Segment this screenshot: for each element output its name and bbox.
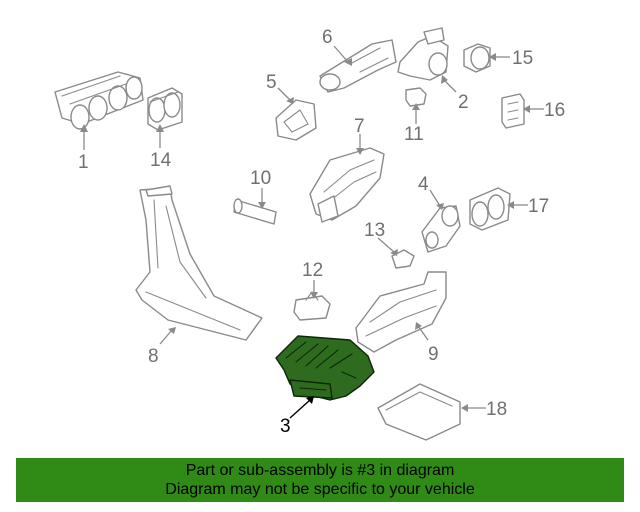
part-12[interactable] [293, 291, 331, 321]
callout-16[interactable]: 16 [544, 100, 565, 121]
callout-11[interactable]: 11 [404, 124, 424, 145]
callout-10[interactable]: 10 [250, 168, 271, 189]
callout-5[interactable]: 5 [266, 72, 277, 93]
part-17[interactable] [469, 187, 511, 231]
part-1[interactable] [54, 71, 144, 130]
info-banner: Part or sub-assembly is #3 in diagram Di… [16, 458, 624, 502]
part-5[interactable] [275, 99, 317, 141]
part-8[interactable] [135, 185, 263, 341]
part-9[interactable] [355, 271, 447, 353]
banner-line-2: Diagram may not be specific to your vehi… [165, 481, 475, 498]
callout-2[interactable]: 2 [458, 92, 469, 113]
part-10[interactable] [233, 198, 277, 225]
part-3-highlighted[interactable] [275, 335, 375, 401]
part-14[interactable] [147, 87, 183, 131]
callout-4[interactable]: 4 [418, 174, 429, 195]
part-2[interactable] [397, 27, 449, 81]
part-4[interactable] [421, 205, 461, 253]
part-18[interactable] [377, 383, 461, 441]
banner-line-1: Part or sub-assembly is #3 in diagram [185, 462, 455, 479]
callout-12[interactable]: 12 [302, 260, 323, 281]
part-7[interactable] [309, 147, 385, 223]
part-11[interactable] [405, 87, 427, 107]
callout-17[interactable]: 17 [528, 196, 549, 217]
part-15[interactable] [463, 43, 491, 73]
parts-diagram: 1 14 6 2 15 5 11 [54, 27, 565, 441]
callout-15[interactable]: 15 [512, 48, 533, 69]
callout-14[interactable]: 14 [150, 150, 172, 171]
part-6[interactable] [319, 39, 397, 93]
callout-13[interactable]: 13 [364, 220, 385, 241]
callout-18[interactable]: 18 [486, 399, 507, 420]
callout-6[interactable]: 6 [322, 27, 333, 48]
part-13[interactable] [391, 249, 415, 269]
part-16[interactable] [501, 93, 525, 129]
callout-3[interactable]: 3 [280, 416, 291, 437]
callout-8[interactable]: 8 [148, 346, 159, 367]
callout-1[interactable]: 1 [78, 152, 89, 173]
callout-9[interactable]: 9 [428, 344, 439, 365]
callout-7[interactable]: 7 [354, 116, 365, 137]
